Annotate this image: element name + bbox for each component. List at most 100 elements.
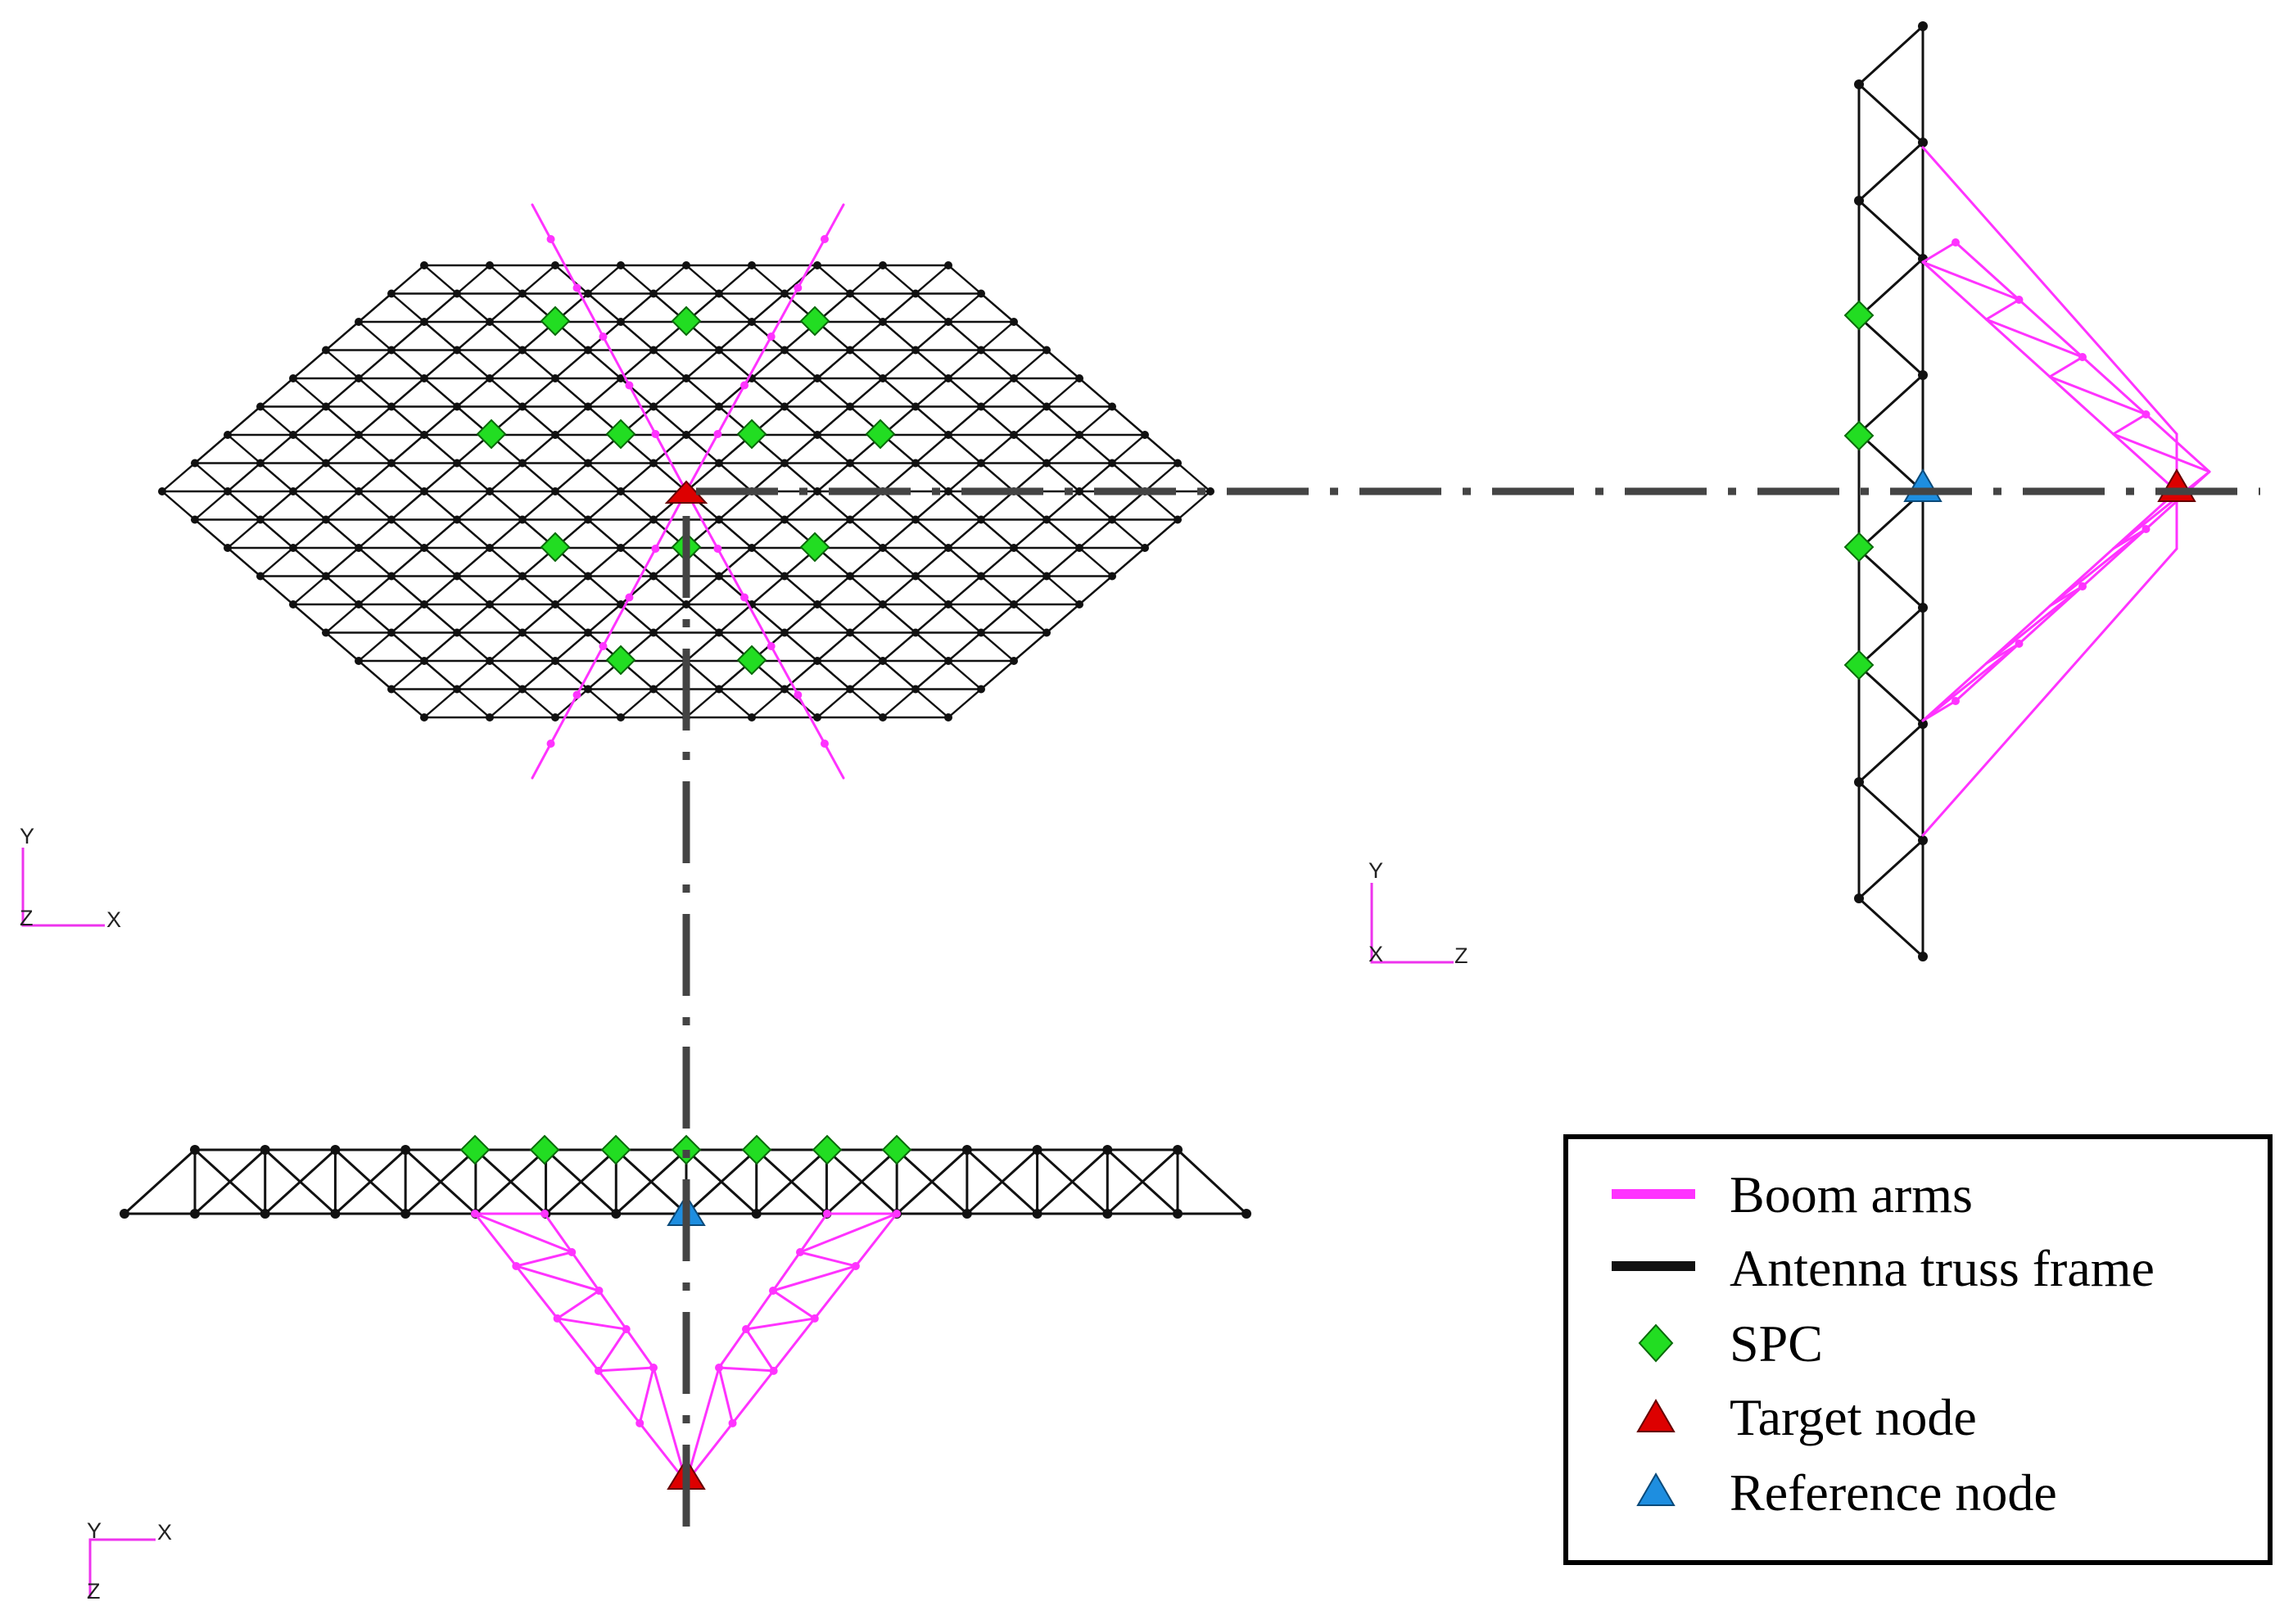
- side-truss-node: [1918, 21, 1928, 31]
- truss-node: [420, 431, 428, 439]
- truss-node: [453, 628, 461, 637]
- boom-arm-node: [769, 1366, 778, 1375]
- truss-node: [617, 318, 625, 326]
- truss-node: [551, 374, 559, 382]
- bottom-view: [120, 1134, 1251, 1490]
- truss-node: [355, 600, 363, 608]
- truss-node: [911, 628, 920, 637]
- truss-node: [715, 346, 723, 355]
- truss-node: [879, 600, 887, 608]
- truss-node: [289, 374, 297, 382]
- bottom-truss-node: [1173, 1145, 1183, 1155]
- truss-node: [1010, 318, 1018, 326]
- boom-arm-member: [2048, 375, 2114, 436]
- bottom-truss-node: [961, 1209, 972, 1219]
- boom-arm-member: [514, 1264, 600, 1292]
- truss-node: [322, 572, 330, 581]
- truss-node: [420, 544, 428, 552]
- truss-node: [551, 261, 559, 269]
- truss-node: [944, 261, 952, 269]
- side-triad-x-label: X: [1368, 942, 1383, 966]
- legend-reference-triangle: [1636, 1472, 1676, 1506]
- boom-arm-member: [2112, 432, 2178, 493]
- truss-node: [846, 628, 854, 637]
- truss-node: [879, 713, 887, 722]
- boom-arm-member: [744, 1317, 816, 1331]
- truss-node: [584, 346, 592, 355]
- boom-arm-node: [568, 1248, 577, 1256]
- side-truss-node: [1854, 777, 1864, 787]
- boom-arm-node: [851, 1261, 860, 1270]
- truss-node: [387, 402, 396, 411]
- truss-node: [813, 431, 821, 439]
- truss-node: [551, 713, 559, 722]
- truss-node: [256, 459, 265, 468]
- boom-arm-member: [597, 1366, 655, 1373]
- boom-arm-node: [599, 642, 608, 650]
- side-truss-diagonal: [1857, 780, 1924, 842]
- truss-node: [617, 374, 625, 382]
- boom-arm-member: [1921, 146, 2178, 436]
- side-axis-triad: Y X Z: [1368, 858, 1468, 968]
- boom-arm-node: [713, 545, 722, 553]
- boom-arm-member: [514, 1251, 573, 1268]
- truss-node: [780, 685, 789, 694]
- truss-node: [355, 544, 363, 552]
- truss-node: [879, 318, 887, 326]
- boom-arm-node: [2015, 296, 2024, 304]
- legend-spc-label: SPC: [1730, 1314, 1823, 1373]
- truss-node: [1174, 459, 1182, 468]
- boom-arm-node: [820, 235, 829, 243]
- front-triad-x-label: X: [106, 907, 121, 932]
- truss-node: [518, 628, 527, 637]
- truss-node: [780, 572, 789, 581]
- truss-node: [322, 628, 330, 637]
- bottom-truss-member: [123, 1148, 197, 1215]
- boom-arm-node: [625, 381, 634, 390]
- truss-node: [649, 289, 658, 298]
- truss-node: [911, 572, 920, 581]
- bottom-truss-node: [961, 1145, 972, 1155]
- truss-node: [846, 289, 854, 298]
- boom-arm-node: [651, 430, 660, 438]
- truss-node: [518, 685, 527, 694]
- truss-node: [911, 685, 920, 694]
- truss-node: [322, 346, 330, 355]
- bottom-truss-diagonal: [685, 1148, 758, 1215]
- bottom-truss-diagonal: [825, 1148, 898, 1215]
- truss-node: [879, 261, 887, 269]
- spc-marker: [799, 532, 830, 563]
- truss-node: [453, 459, 461, 468]
- boom-arm-node: [742, 1325, 750, 1333]
- truss-node: [486, 318, 494, 326]
- truss-node: [977, 289, 985, 298]
- truss-node: [191, 515, 199, 524]
- truss-node: [584, 628, 592, 637]
- truss-node: [911, 289, 920, 298]
- truss-node: [420, 657, 428, 665]
- boom-arm-node: [635, 1418, 644, 1427]
- truss-node: [1075, 374, 1083, 382]
- bottom-truss-diagonal: [755, 1148, 828, 1215]
- bottom-truss-diagonal: [193, 1148, 267, 1215]
- side-triad-z-label: Z: [1454, 943, 1468, 968]
- spc-marker: [540, 532, 571, 563]
- bottom-truss-diagonal: [333, 1148, 407, 1215]
- truss-node: [1010, 374, 1018, 382]
- spc-marker: [671, 305, 702, 337]
- truss-node: [387, 685, 396, 694]
- truss-node: [846, 402, 854, 411]
- boom-arm-member: [1954, 241, 2020, 301]
- truss-node: [224, 487, 232, 495]
- bottom-truss-node: [1102, 1145, 1113, 1155]
- truss-node: [1141, 544, 1149, 552]
- truss-node: [617, 544, 625, 552]
- boom-arm-member: [1921, 260, 2020, 301]
- truss-node: [387, 346, 396, 355]
- truss-node: [289, 487, 297, 495]
- bottom-truss-diagonal: [895, 1148, 969, 1215]
- truss-node: [911, 459, 920, 468]
- boom-arm-member: [2112, 470, 2211, 550]
- spc-marker: [881, 1134, 912, 1165]
